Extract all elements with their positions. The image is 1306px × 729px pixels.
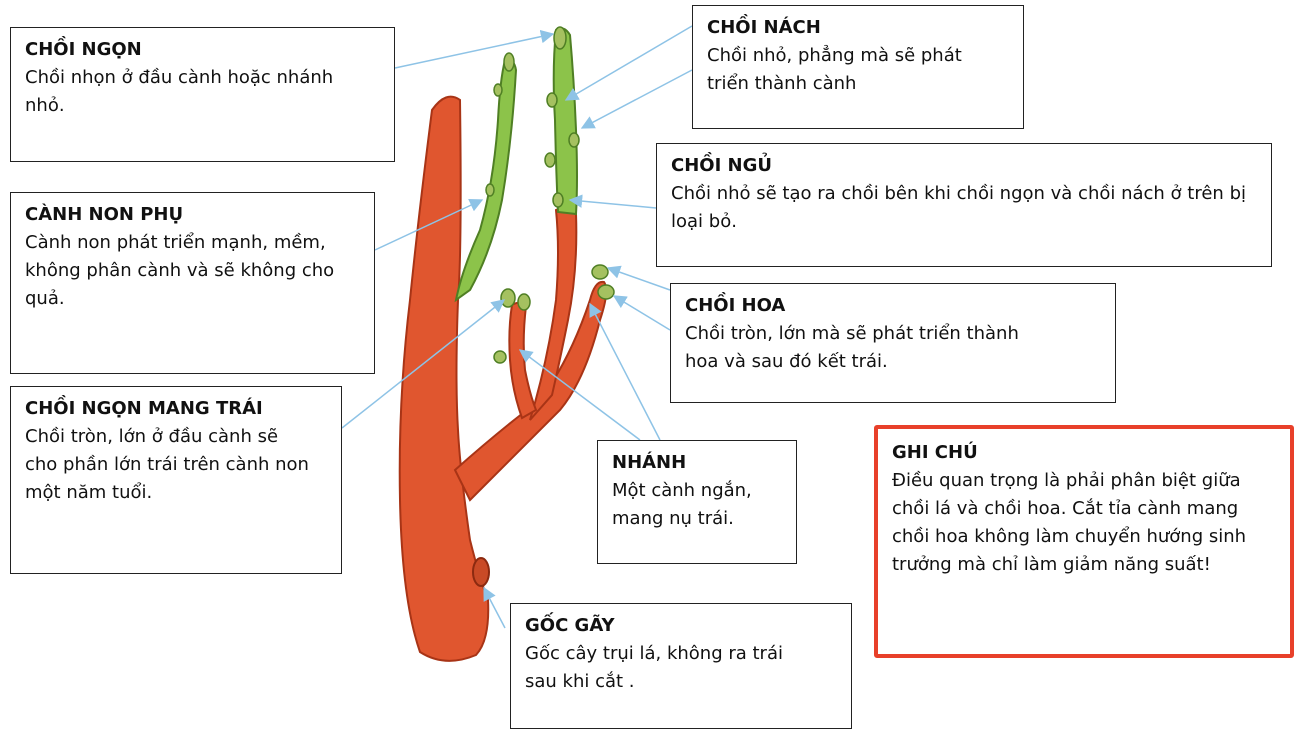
label-fruiting-terminal-bud-title: CHỒI NGỌN MANG TRÁI [25,397,327,421]
note-box: GHI CHÚ Điều quan trọng là phải phân biệ… [874,425,1294,658]
label-water-sprout: CÀNH NON PHỤ Cành non phát triển mạnh, m… [10,192,375,374]
note-title: GHI CHÚ [892,441,1276,465]
arrow-terminal-bud [395,34,553,68]
arrow-flower-bud-2 [614,296,670,330]
arrow-axillary-bud-2 [582,70,692,128]
label-dormant-bud-title: CHỒI NGỦ [671,154,1257,178]
label-stub: GỐC GÃY Gốc cây trụi lá, không ra trái s… [510,603,852,729]
label-flower-bud: CHỒI HOA Chồi tròn, lớn mà sẽ phát triển… [670,283,1116,403]
label-fruiting-terminal-bud-desc: Chồi tròn, lớn ở đầu cành sẽ cho phần lớ… [25,423,310,507]
green-shoot [554,28,577,214]
label-spur: NHÁNH Một cành ngắn, mang nụ trái. [597,440,797,564]
arrow-spur-2 [590,304,660,440]
label-flower-bud-title: CHỒI HOA [685,294,1101,318]
label-axillary-bud-title: CHỒI NÁCH [707,16,1009,40]
label-stub-desc: Gốc cây trụi lá, không ra trái sau khi c… [525,640,815,696]
note-desc: Điều quan trọng là phải phân biệt giữa c… [892,467,1262,579]
label-water-sprout-title: CÀNH NON PHỤ [25,203,360,227]
label-terminal-bud-desc: Chồi nhọn ở đầu cành hoặc nhánh nhỏ. [25,64,345,120]
label-spur-title: NHÁNH [612,451,782,475]
fruiting-bud-icon [501,289,515,307]
label-dormant-bud: CHỒI NGỦ Chồi nhỏ sẽ tạo ra chồi bên khi… [656,143,1272,267]
label-water-sprout-desc: Cành non phát triển mạnh, mềm, không phâ… [25,229,360,313]
terminal-bud-icon [554,27,566,49]
arrow-axillary-bud-1 [566,26,692,100]
sprout-tip-bud-icon [504,53,514,71]
flower-bud-icon [592,265,608,279]
label-fruiting-terminal-bud: CHỒI NGỌN MANG TRÁI Chồi tròn, lớn ở đầu… [10,386,342,574]
label-spur-desc: Một cành ngắn, mang nụ trái. [612,477,772,533]
stub-mark [473,558,489,586]
label-stub-title: GỐC GÃY [525,614,837,638]
arrow-dormant-bud [570,200,656,208]
arrow-flower-bud-1 [608,268,670,290]
spur-branch [509,303,536,418]
label-terminal-bud-title: CHỒI NGỌN [25,38,380,62]
label-terminal-bud: CHỒI NGỌN Chồi nhọn ở đầu cành hoặc nhán… [10,27,395,162]
label-flower-bud-desc: Chồi tròn, lớn mà sẽ phát triển thành ho… [685,320,1045,376]
label-dormant-bud-desc: Chồi nhỏ sẽ tạo ra chồi bên khi chồi ngọ… [671,180,1257,236]
water-sprout [456,60,516,300]
label-axillary-bud: CHỒI NÁCH Chồi nhỏ, phẳng mà sẽ phát tri… [692,5,1024,129]
label-axillary-bud-desc: Chồi nhỏ, phẳng mà sẽ phát triển thành c… [707,42,977,98]
